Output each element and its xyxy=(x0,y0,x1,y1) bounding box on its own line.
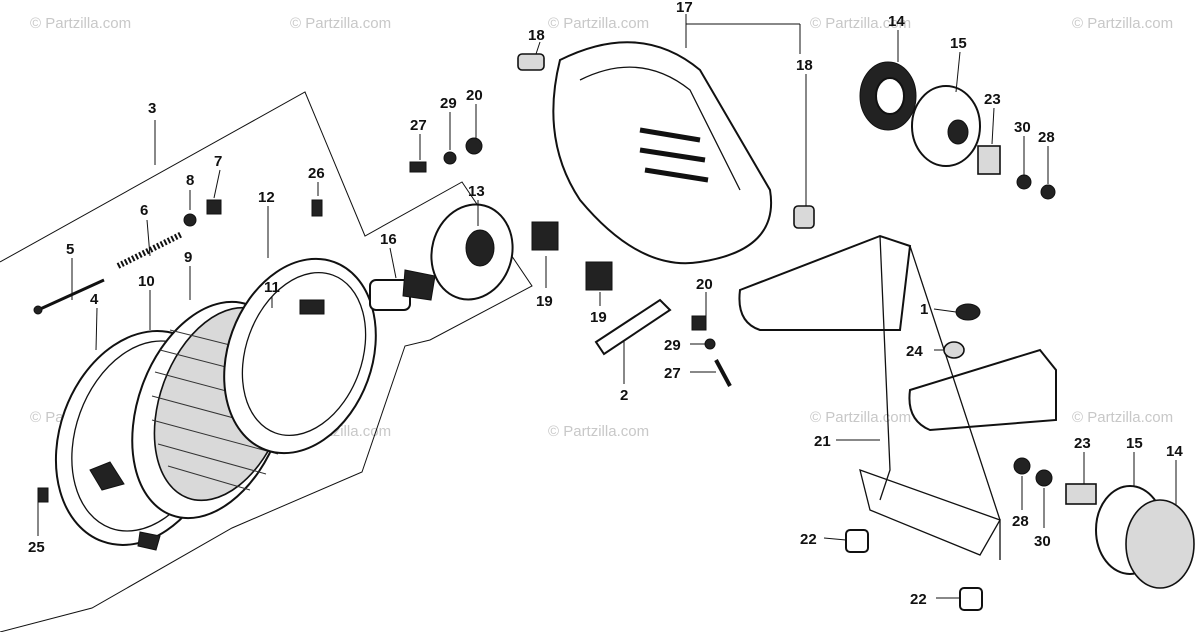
callout-25: 25 xyxy=(28,539,45,556)
watermark: © Partzilla.com xyxy=(30,15,131,32)
callout-21: 21 xyxy=(814,433,831,450)
callout-24: 24 xyxy=(906,343,923,360)
callout-13: 13 xyxy=(468,183,485,200)
grommets xyxy=(531,221,613,291)
watermark: © Partzilla.com xyxy=(548,423,649,440)
callout-1: 1 xyxy=(920,301,928,318)
callout-22: 22 xyxy=(910,591,927,608)
reflector-bottom xyxy=(1013,457,1195,589)
callout-2: 2 xyxy=(620,387,628,404)
callout-27: 27 xyxy=(410,117,427,134)
callout-23: 23 xyxy=(984,91,1001,108)
callout-28: 28 xyxy=(1012,513,1029,530)
callout-30: 30 xyxy=(1034,533,1051,550)
callout-23: 23 xyxy=(1074,435,1091,452)
callout-6: 6 xyxy=(140,202,148,219)
callout-18: 18 xyxy=(796,57,813,74)
watermark: © Partzilla.com xyxy=(810,15,911,32)
callout-30: 30 xyxy=(1014,119,1031,136)
callout-5: 5 xyxy=(66,241,74,258)
callout-28: 28 xyxy=(1038,129,1055,146)
adjusting-screw xyxy=(33,278,105,315)
bulb-socket xyxy=(430,203,514,301)
headlight-assembly-outline xyxy=(0,91,533,632)
callout-15: 15 xyxy=(950,35,967,52)
callout-4: 4 xyxy=(90,291,99,308)
callout-15: 15 xyxy=(1126,435,1143,452)
callout-labels: 3 5 6 8 7 4 10 9 12 11 13 16 26 27 29 20… xyxy=(28,0,1183,608)
watermark: © Partzilla.com xyxy=(290,15,391,32)
reflector-top xyxy=(859,61,1056,200)
headlight-shell xyxy=(517,41,815,265)
watermark: © Partzilla.com xyxy=(548,15,649,32)
collars xyxy=(845,529,983,611)
callout-19: 19 xyxy=(536,293,553,310)
callout-16: 16 xyxy=(380,231,397,248)
callout-8: 8 xyxy=(186,172,194,189)
callout-27: 27 xyxy=(664,365,681,382)
callout-17: 17 xyxy=(676,0,693,16)
callout-29: 29 xyxy=(664,337,681,354)
callout-20: 20 xyxy=(466,87,483,104)
watermark: © Partzilla.com xyxy=(810,409,911,426)
callout-18: 18 xyxy=(528,27,545,44)
headlight-stay xyxy=(738,234,1057,560)
callout-19: 19 xyxy=(590,309,607,326)
callout-22: 22 xyxy=(800,531,817,548)
callout-14: 14 xyxy=(888,13,905,30)
callout-29: 29 xyxy=(440,95,457,112)
bulb xyxy=(369,269,436,311)
headlight-case xyxy=(223,257,377,455)
callout-10: 10 xyxy=(138,273,155,290)
callout-11: 11 xyxy=(264,279,280,296)
callout-3: 3 xyxy=(148,100,156,117)
callout-7: 7 xyxy=(214,153,222,170)
reflector-plate xyxy=(594,298,672,356)
small-fasteners xyxy=(37,137,483,503)
callout-14: 14 xyxy=(1166,443,1183,460)
watermark: © Partzilla.com xyxy=(1072,15,1173,32)
center-fasteners xyxy=(691,315,732,387)
leader-lines xyxy=(37,14,1177,599)
watermark: © Partzilla.com xyxy=(1072,409,1173,426)
callout-9: 9 xyxy=(184,249,192,266)
callout-12: 12 xyxy=(258,189,275,206)
callout-26: 26 xyxy=(308,165,325,182)
callout-20: 20 xyxy=(696,276,713,293)
